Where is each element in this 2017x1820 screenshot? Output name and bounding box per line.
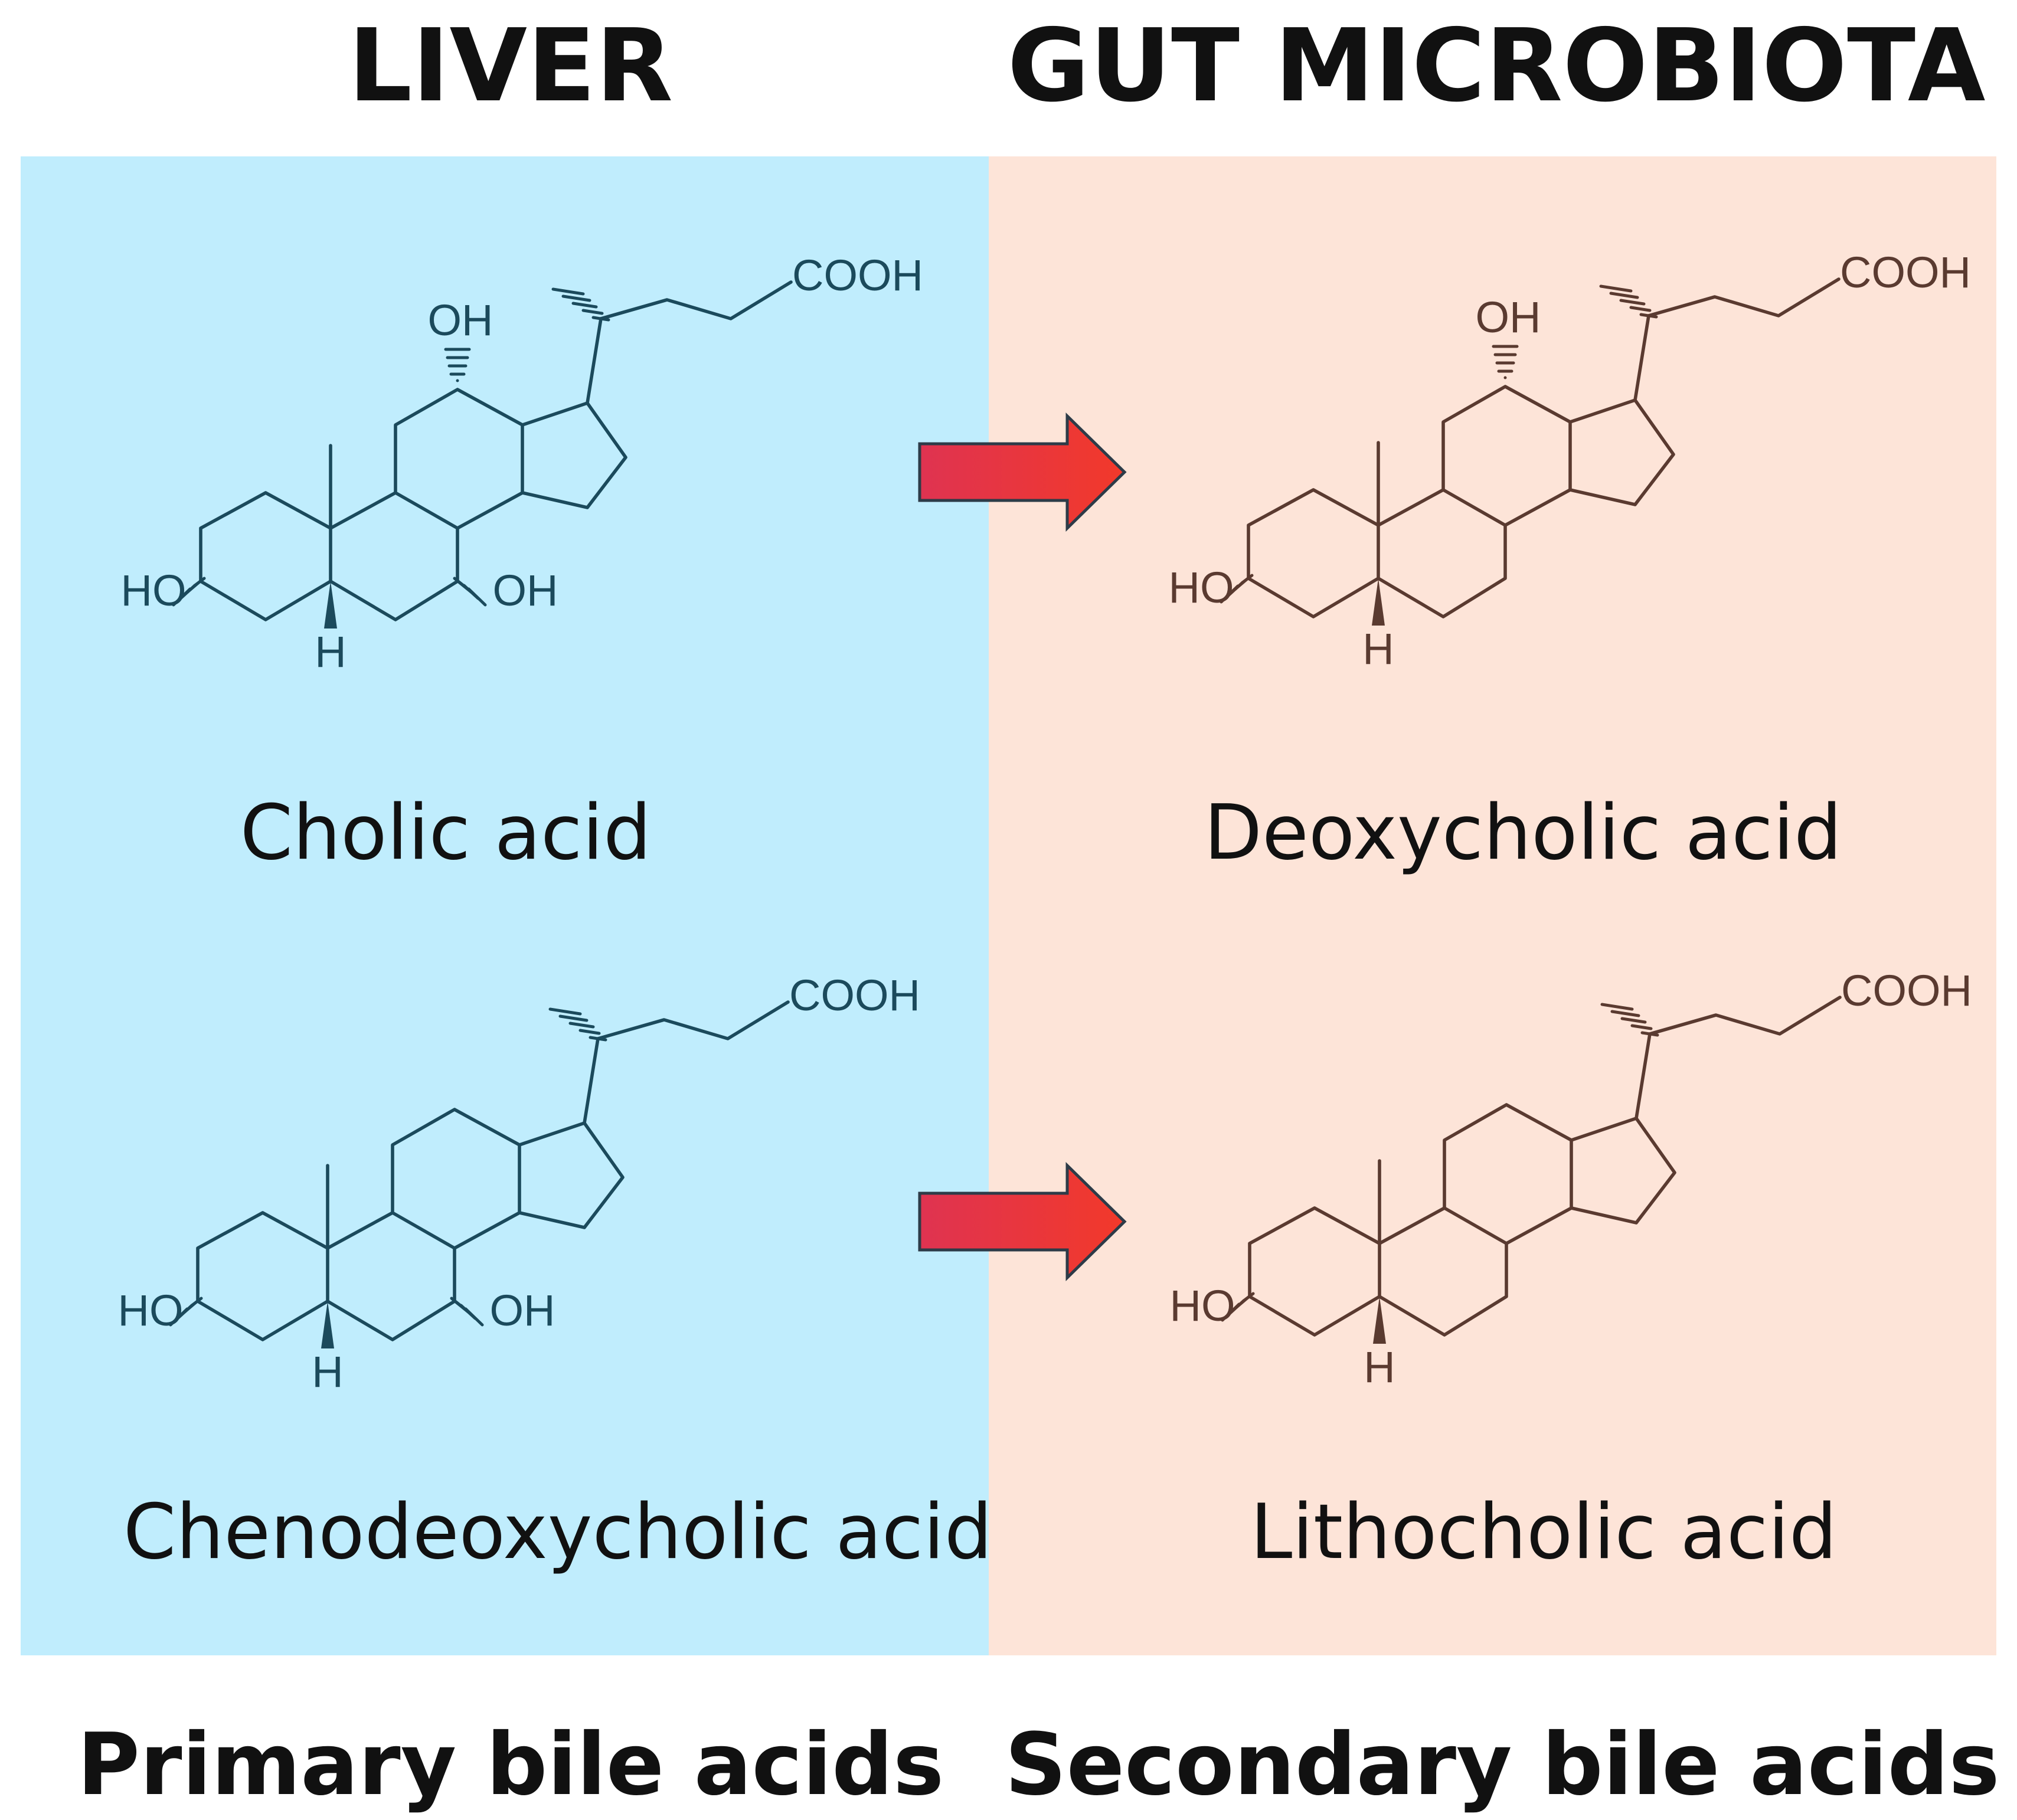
hash-line: [551, 287, 585, 296]
gut-panel: [989, 156, 1996, 1655]
molecule-cholic: COOH HO H OH OH: [121, 251, 924, 676]
hash-line: [571, 302, 598, 309]
hash-line: [1600, 1003, 1634, 1011]
hash-line: [1629, 306, 1652, 312]
hash-line: [558, 1014, 589, 1022]
c3-hash: [1220, 574, 1254, 604]
ring-b: [329, 491, 459, 621]
ring-d: [1568, 398, 1675, 506]
hash-line: [548, 1007, 582, 1016]
side-chain: [583, 1000, 790, 1125]
hash-line: [568, 1022, 595, 1029]
methyl-c20-hash: [551, 287, 610, 322]
ring-d: [1570, 1117, 1676, 1225]
ring-b: [1378, 1206, 1508, 1337]
conversion-arrow-bottom: [918, 1162, 1127, 1281]
liver-heading: LIVER: [348, 8, 673, 125]
c12-hash: [444, 348, 471, 382]
h5-wedge: [1373, 1297, 1386, 1344]
ring-d: [518, 1121, 625, 1229]
secondary-bile-acids-label: Secondary bile acids: [1005, 1715, 1999, 1815]
methyl-c20-hash: [1600, 1003, 1659, 1037]
c7-hash: [453, 577, 487, 607]
h5-wedge: [1372, 578, 1385, 626]
hash-line: [581, 309, 604, 315]
methyl-c20-hash: [1599, 284, 1658, 319]
atom-cooh: COOH: [792, 251, 923, 300]
hash-line: [467, 587, 487, 607]
hash-line: [589, 1036, 607, 1042]
side-chain: [586, 280, 793, 405]
primary-bile-acids-label: Primary bile acids: [77, 1715, 944, 1815]
hash-line: [1220, 584, 1240, 604]
atom-ho3: HO: [1170, 1281, 1235, 1330]
atom-h5: H: [1364, 1343, 1395, 1392]
atom-oh7: OH: [493, 566, 558, 615]
ring-c: [1443, 1103, 1573, 1245]
liver-panel: [21, 156, 989, 1655]
ring-b: [326, 1211, 456, 1341]
hash-line: [1620, 1017, 1647, 1024]
c7-hash: [450, 1297, 484, 1327]
ring-d: [521, 401, 627, 509]
hash-line: [1599, 284, 1633, 293]
gut-heading: GUT MICROBIOTA: [1007, 8, 1985, 125]
side-chain: [1633, 277, 1841, 402]
atom-cooh: COOH: [789, 971, 920, 1020]
atom-ho3: HO: [1169, 563, 1234, 612]
hash-line: [172, 587, 192, 607]
hash-line: [1619, 299, 1646, 306]
c3-hash: [1221, 1292, 1255, 1322]
atom-cooh: COOH: [1841, 966, 1972, 1015]
hash-line: [578, 1029, 601, 1035]
side-chain: [1634, 996, 1842, 1120]
hash-line: [1640, 1031, 1659, 1037]
c12-hash: [1492, 345, 1519, 379]
methyl-c20-hash: [548, 1007, 607, 1042]
atom-oh7: OH: [490, 1286, 555, 1335]
h5-wedge: [321, 1301, 334, 1348]
molecule-name-cdca: Chenodeoxycholic acid: [123, 1488, 992, 1576]
molecule-cdca: COOH HO H OH: [118, 971, 921, 1396]
atom-oh12: OH: [428, 296, 493, 345]
molecule-name-lca: Lithocholic acid: [1250, 1488, 1837, 1576]
conversion-arrow-top: [918, 413, 1127, 532]
ring-c: [1441, 385, 1572, 527]
atom-oh12: OH: [1476, 293, 1541, 342]
hash-line: [464, 1307, 484, 1327]
hash-line: [1610, 1010, 1640, 1017]
molecule-dca: COOH HO H OH: [1169, 248, 1972, 673]
atom-ho3: HO: [118, 1286, 184, 1335]
hash-line: [1221, 1302, 1241, 1322]
atom-h5: H: [315, 627, 346, 676]
molecule-name-cholic: Cholic acid: [240, 789, 652, 877]
atom-h5: H: [312, 1347, 343, 1396]
atom-cooh: COOH: [1840, 248, 1971, 297]
atom-ho3: HO: [121, 566, 187, 615]
h5-wedge: [324, 581, 337, 629]
hash-line: [591, 316, 610, 322]
c3-hash: [172, 577, 206, 607]
ring-c: [391, 1108, 521, 1250]
hash-line: [561, 294, 591, 302]
atom-h5: H: [1362, 624, 1394, 673]
hash-line: [1630, 1024, 1653, 1030]
molecule-name-dca: Deoxycholic acid: [1204, 789, 1842, 877]
hash-line: [1609, 292, 1639, 299]
ring-c: [394, 388, 524, 530]
molecule-lca: COOH HO H: [1170, 966, 1973, 1392]
c3-hash: [169, 1297, 203, 1327]
hash-line: [1639, 313, 1658, 319]
ring-b: [1377, 488, 1507, 618]
hash-line: [169, 1307, 189, 1327]
